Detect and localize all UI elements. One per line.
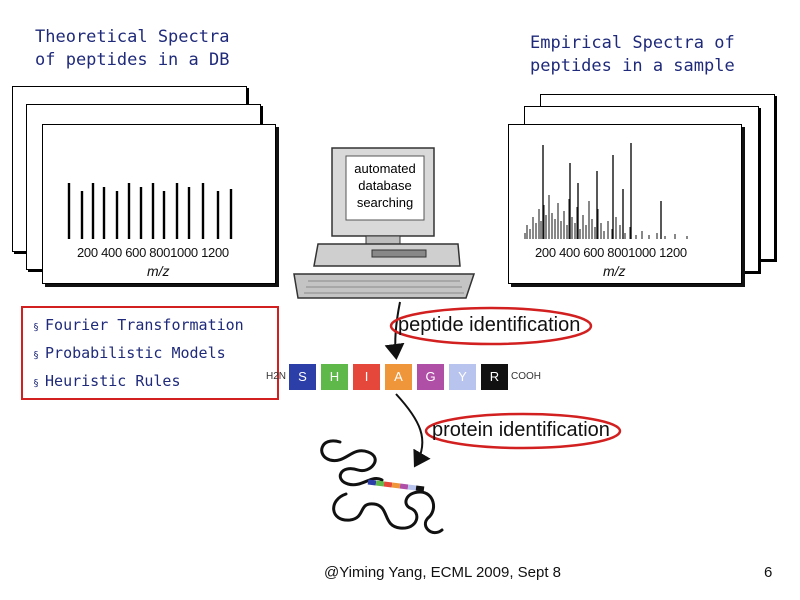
amino-acid-residue: H bbox=[321, 364, 348, 390]
method-label: Probabilistic Models bbox=[45, 344, 226, 362]
amino-acid-residue: Y bbox=[449, 364, 476, 390]
empirical-spectra-title: Empirical Spectra of peptides in a sampl… bbox=[530, 33, 735, 76]
method-label: Fourier Transformation bbox=[45, 316, 244, 334]
theoretical-axis-ticks: 200 400 600 8001000 1200 bbox=[77, 245, 229, 260]
bullet-icon: § bbox=[33, 378, 40, 389]
amino-acid-residue: R bbox=[481, 364, 508, 390]
amino-acid-residue: I bbox=[353, 364, 380, 390]
method-label: Heuristic Rules bbox=[45, 372, 181, 390]
peptide-identification-label: peptide identification bbox=[398, 314, 581, 336]
empirical-spectrum-panel: 200 400 600 8001000 1200 m/z bbox=[508, 124, 742, 284]
c-terminus-label: COOH bbox=[511, 371, 541, 382]
theoretical-spectrum-bars bbox=[67, 183, 233, 239]
bullet-icon: § bbox=[33, 350, 40, 361]
bullet-icon: § bbox=[33, 322, 40, 333]
protein-illustration bbox=[320, 439, 444, 535]
page-number: 6 bbox=[764, 564, 773, 581]
footer-credit: @Yiming Yang, ECML 2009, Sept 8 bbox=[324, 564, 562, 581]
theoretical-spectrum-panel: 200 400 600 8001000 1200 m/z bbox=[42, 124, 276, 284]
method-item: § Heuristic Rules bbox=[33, 372, 181, 390]
theoretical-spectra-title: Theoretical Spectra of peptides in a DB bbox=[35, 27, 230, 70]
empirical-spectrum-peaks bbox=[524, 143, 688, 239]
amino-acid-residue: G bbox=[417, 364, 444, 390]
theoretical-axis-label: m/z bbox=[147, 263, 170, 279]
empirical-axis-ticks: 200 400 600 8001000 1200 bbox=[535, 245, 687, 260]
computer-screen-text: automated database searching bbox=[354, 161, 416, 210]
computer-illustration bbox=[293, 147, 476, 299]
empirical-axis-label: m/z bbox=[603, 263, 626, 279]
method-item: § Fourier Transformation bbox=[33, 316, 244, 334]
amino-acid-residue: A bbox=[385, 364, 412, 390]
protein-identification-label: protein identification bbox=[432, 419, 610, 441]
methods-box: § Fourier Transformation § Probabilistic M… bbox=[21, 306, 279, 400]
n-terminus-label: H2N bbox=[266, 371, 287, 382]
method-item: § Probabilistic Models bbox=[33, 344, 226, 362]
amino-acid-residue: S bbox=[289, 364, 316, 390]
